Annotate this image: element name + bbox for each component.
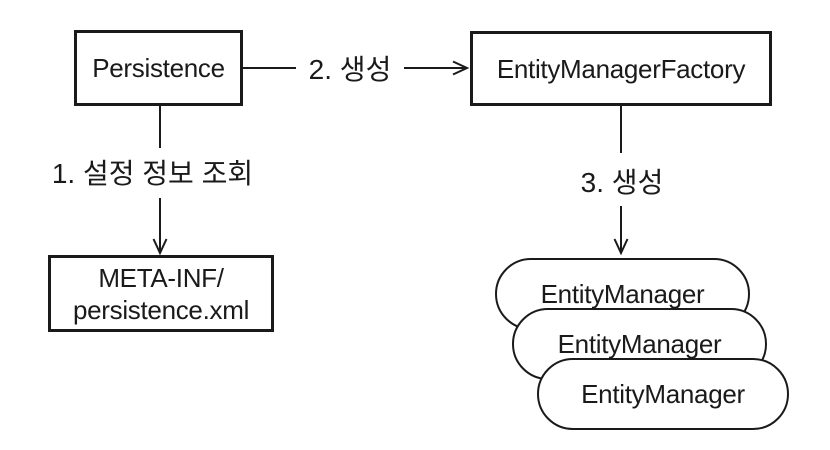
entity-manager-factory-node-label: EntityManagerFactory xyxy=(496,53,746,84)
entity-manager-node-2-label: EntityManager xyxy=(557,329,722,359)
meta-inf-persistence-xml-node: META-INF/ persistence.xml xyxy=(48,255,274,332)
meta-inf-node-line2: persistence.xml xyxy=(72,294,250,325)
meta-inf-node-label: META-INF/ persistence.xml xyxy=(73,262,249,326)
entity-manager-node-1-label: EntityManager xyxy=(540,279,705,309)
persistence-node: Persistence xyxy=(74,30,243,106)
edge-label-step3: 3. 생성 xyxy=(580,167,664,198)
arrowhead-step3 xyxy=(613,238,629,256)
entity-manager-factory-node: EntityManagerFactory xyxy=(470,31,772,106)
persistence-node-label: Persistence xyxy=(92,53,225,83)
meta-inf-node-line1: META-INF/ xyxy=(98,262,224,293)
entity-manager-node-3-label: EntityManager xyxy=(581,379,745,409)
arrowhead-step2 xyxy=(452,60,470,76)
arrowhead-step1 xyxy=(152,238,168,256)
edge-label-step1: 1. 설정 정보 조회 xyxy=(51,158,254,189)
edge-label-step2: 2. 생성 xyxy=(308,54,392,85)
entity-manager-node-3: EntityManager xyxy=(537,358,789,430)
